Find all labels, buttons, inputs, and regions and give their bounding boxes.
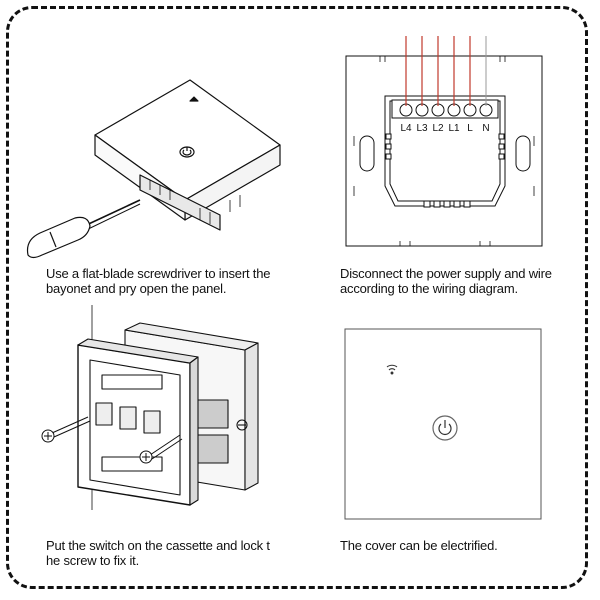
- step-4-illustration: [344, 328, 544, 522]
- dashed-border-frame: [6, 6, 588, 589]
- step-3-illustration: [30, 305, 290, 530]
- terminal-label-n: N: [482, 123, 489, 134]
- step-3-caption-line-1: Put the switch on the cassette and lock …: [46, 538, 270, 553]
- step-4-caption-line-1: The cover can be electrified.: [340, 538, 498, 553]
- step-1-caption-line-1: Use a flat-blade screwdriver to insert t…: [46, 266, 271, 281]
- step-3-caption-line-2: he screw to fix it.: [46, 553, 140, 568]
- step-1-illustration: [20, 50, 290, 260]
- step-3-caption: Put the switch on the cassette and lock …: [46, 538, 270, 568]
- terminal-label-l1: L1: [448, 123, 460, 134]
- step-2-caption-line-2: according to the wiring diagram.: [340, 281, 518, 296]
- wires: [405, 36, 471, 106]
- step-2-caption: Disconnect the power supply and wire acc…: [340, 266, 552, 296]
- step-2-caption-line-1: Disconnect the power supply and wire: [340, 266, 552, 281]
- terminal-label-l: L: [467, 123, 473, 134]
- wifi-icon: [386, 364, 398, 375]
- terminal-label-l3: L3: [416, 123, 428, 134]
- step-1-caption-line-2: bayonet and pry open the panel.: [46, 281, 227, 296]
- step-4-caption: The cover can be electrified.: [340, 538, 498, 553]
- step-1-caption: Use a flat-blade screwdriver to insert t…: [46, 266, 270, 296]
- step-2-illustration: L4 L3 L2 L1 L N: [340, 36, 550, 251]
- power-button-icon: [432, 415, 458, 441]
- terminal-label-l4: L4: [400, 123, 412, 134]
- terminal-label-l2: L2: [432, 123, 444, 134]
